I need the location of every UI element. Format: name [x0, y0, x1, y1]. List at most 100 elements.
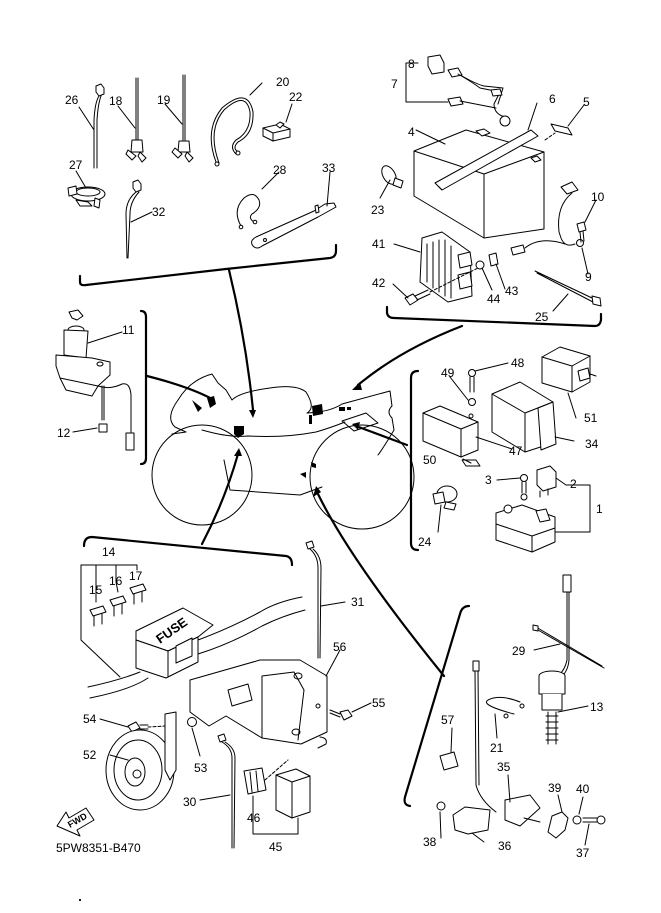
- part-55-bolt[interactable]: [329, 709, 353, 721]
- part-54-bolt[interactable]: [127, 721, 167, 733]
- part-15-fuse[interactable]: [89, 605, 107, 627]
- part-19-cable-tie-clip[interactable]: [171, 74, 194, 163]
- group-bracket: [403, 604, 471, 808]
- part-31-cable-tie[interactable]: [305, 540, 322, 659]
- callout-41: 41: [372, 237, 386, 251]
- fuse-box[interactable]: FUSE: [135, 607, 214, 679]
- part-25-cable-tie[interactable]: [534, 270, 602, 307]
- group-bracket: [78, 243, 338, 287]
- part-11-main-switch[interactable]: [55, 309, 135, 451]
- part-57-coupler[interactable]: [439, 751, 459, 771]
- part-20-wire-clip[interactable]: [210, 97, 254, 167]
- part-56-bracket[interactable]: [189, 659, 328, 749]
- part-7-battery-lead[interactable]: [427, 54, 511, 127]
- part-6-battery-band[interactable]: [434, 129, 539, 191]
- part-28-clip[interactable]: [236, 194, 261, 230]
- part-5-pad[interactable]: [550, 123, 573, 136]
- callout-43: 43: [505, 284, 519, 298]
- callout-13: 13: [590, 700, 604, 714]
- fwd-direction-arrow: FWD: [56, 807, 95, 837]
- part-44-collar[interactable]: [475, 260, 485, 270]
- part-23-clamp[interactable]: [379, 163, 404, 189]
- part-37-bolt[interactable]: [582, 815, 606, 825]
- part-24-clamp[interactable]: [432, 485, 458, 511]
- part-18-cable-tie-clip[interactable]: [125, 77, 147, 163]
- part-39-cam[interactable]: [547, 811, 569, 839]
- callout-14: 14: [102, 545, 116, 559]
- callout-24: 24: [418, 535, 432, 549]
- callout-56: 56: [333, 640, 347, 654]
- callout-5: 5: [583, 95, 590, 109]
- callout-28: 28: [273, 163, 287, 177]
- group-bracket: [385, 305, 603, 328]
- part-32-cable-tie[interactable]: [125, 179, 142, 259]
- callout-54: 54: [83, 712, 97, 726]
- callout-57: 57: [441, 713, 455, 727]
- part-49-washer[interactable]: [468, 398, 476, 406]
- callout-15: 15: [89, 583, 103, 597]
- callout-12: 12: [57, 426, 71, 440]
- part-10-bolt[interactable]: [576, 221, 587, 243]
- callout-33: 33: [322, 161, 336, 175]
- part-41-rectifier-regulator[interactable]: [419, 231, 473, 303]
- part-47-relay[interactable]: [422, 405, 479, 458]
- callout-3: 3: [485, 473, 492, 487]
- callout-34: 34: [585, 437, 599, 451]
- part-26-cable-tie[interactable]: [93, 83, 105, 169]
- part-12-screw[interactable]: [98, 385, 108, 433]
- part-34-relay[interactable]: [491, 381, 557, 453]
- callout-17: 17: [129, 569, 143, 583]
- part-2-fuse[interactable]: [536, 465, 557, 498]
- callout-39: 39: [548, 781, 562, 795]
- callout-4: 4: [408, 125, 415, 139]
- part-30-cable-tie[interactable]: [217, 733, 236, 849]
- callout-29: 29: [512, 644, 526, 658]
- callout-31: 31: [351, 595, 365, 609]
- callout-22: 22: [289, 90, 303, 104]
- part-13-switch[interactable]: [538, 574, 572, 745]
- part-29-cable-tie[interactable]: [532, 624, 605, 669]
- part-9-earth-lead[interactable]: [510, 181, 584, 256]
- part-33-band[interactable]: [251, 202, 337, 249]
- part-40-washer[interactable]: [572, 815, 582, 825]
- group-fuse-horn: FUSE: [78, 535, 372, 902]
- part-51-relay[interactable]: [541, 346, 597, 393]
- callout-36: 36: [498, 839, 512, 853]
- callout-16: 16: [109, 574, 123, 588]
- part-1-starter-relay[interactable]: [495, 504, 556, 553]
- part-42-bolt[interactable]: [404, 267, 479, 306]
- part-21-clip[interactable]: [486, 696, 525, 719]
- part-38-collar[interactable]: [436, 801, 446, 811]
- callout-32: 32: [152, 205, 166, 219]
- part-22-holder[interactable]: [262, 121, 291, 142]
- group-bracket: [139, 309, 148, 466]
- part-35-neutral-switch-lead[interactable]: [472, 660, 541, 827]
- part-52-horn[interactable]: [105, 711, 177, 811]
- callout-10: 10: [591, 190, 605, 204]
- callout-19: 19: [157, 93, 171, 107]
- group-bracket: [82, 535, 294, 567]
- part-16-fuse[interactable]: [109, 595, 127, 617]
- callout-45: 45: [269, 840, 283, 854]
- callout-30: 30: [183, 795, 197, 809]
- part-48-bolt[interactable]: [468, 369, 476, 393]
- callout-18: 18: [109, 94, 123, 108]
- part-45-relay-set[interactable]: [275, 768, 311, 819]
- part-27-clamp[interactable]: [67, 185, 106, 209]
- callout-44: 44: [487, 292, 501, 306]
- callout-labels: 1 2 3 4 5 6 7 8 9 10 11 12 13 14 15 16 1…: [57, 57, 605, 860]
- callout-52: 52: [83, 748, 97, 762]
- part-46-coupler[interactable]: [243, 767, 267, 795]
- callout-38: 38: [423, 835, 437, 849]
- part-4-battery[interactable]: [413, 128, 545, 239]
- callout-53: 53: [194, 761, 208, 775]
- part-17-fuse[interactable]: [129, 583, 147, 605]
- callout-25: 25: [535, 310, 549, 324]
- part-53-nut[interactable]: [187, 717, 197, 727]
- part-36-plate[interactable]: [452, 806, 491, 835]
- part-43-plate[interactable]: [488, 252, 499, 267]
- callout-50: 50: [423, 453, 437, 467]
- part-3-bolt[interactable]: [520, 474, 528, 501]
- group-main-switch: [55, 309, 214, 466]
